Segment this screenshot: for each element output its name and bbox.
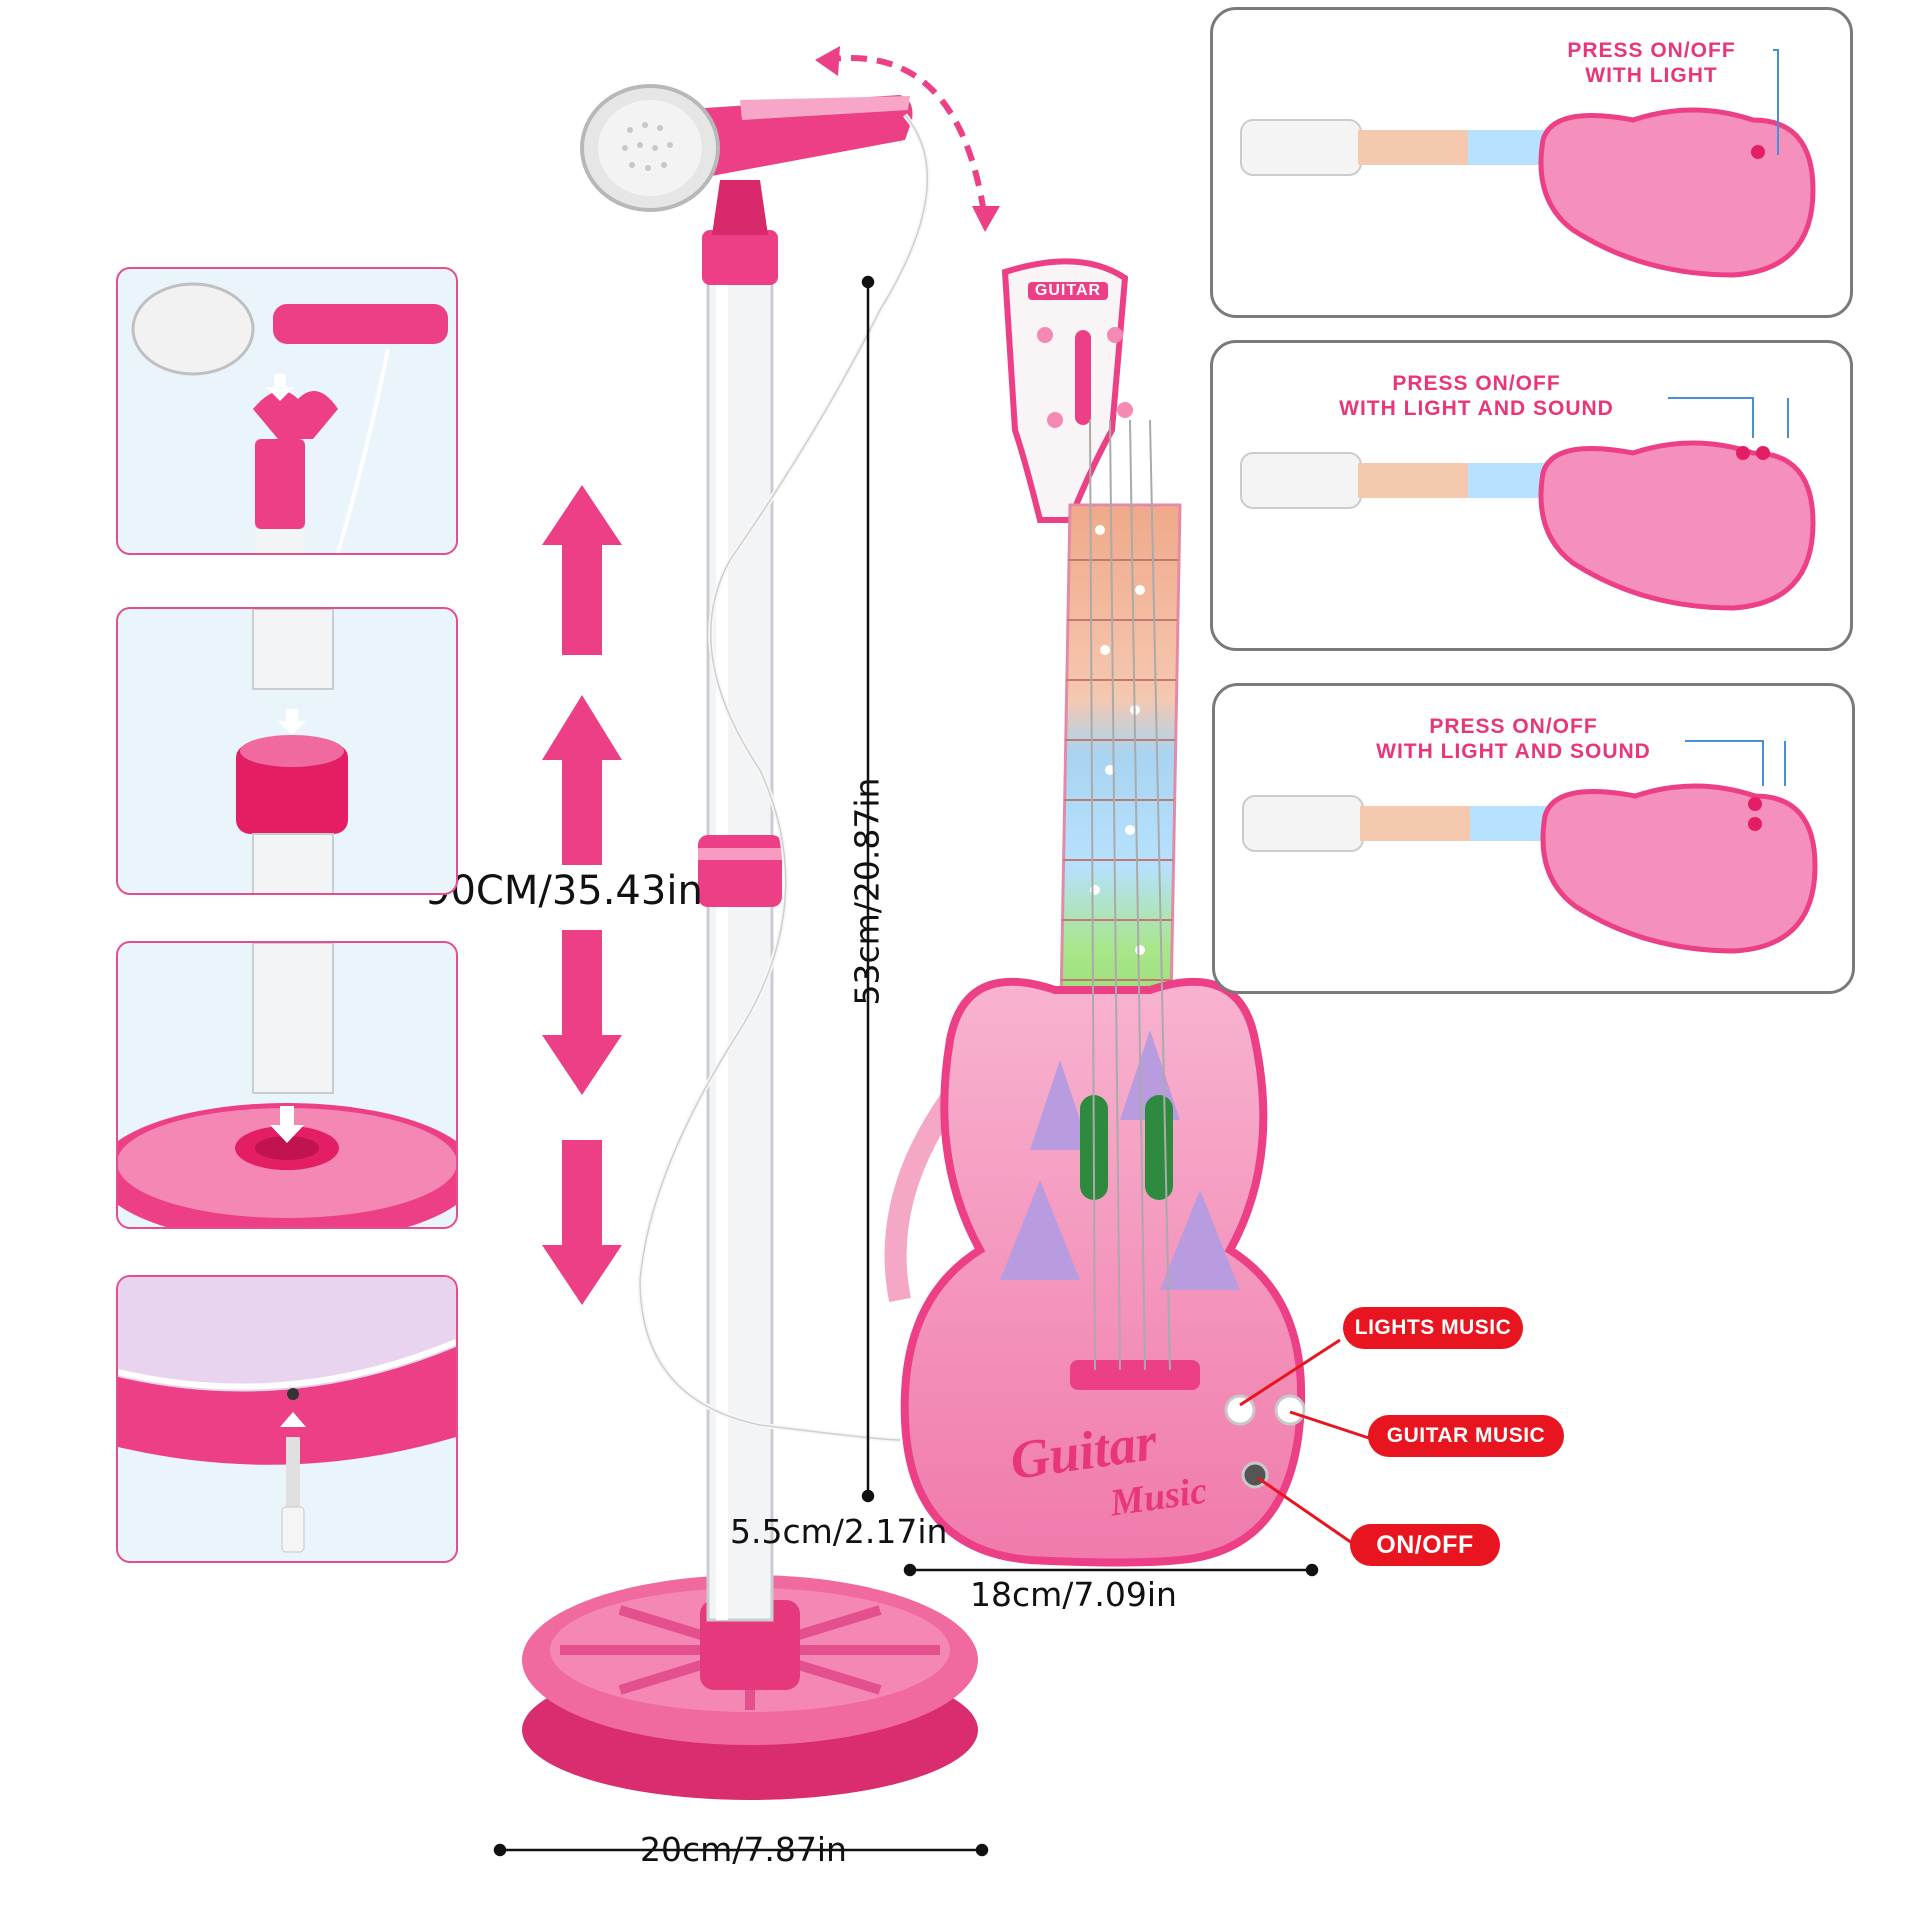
detail-panel-mic-holder <box>116 267 458 555</box>
mode-panel-title: PRESS ON/OFF WITH LIGHT AND SOUND <box>1376 715 1651 763</box>
mini-guitar <box>1242 740 1818 954</box>
lights-music-callout: LIGHTS MUSIC <box>1343 1307 1523 1349</box>
mode-panel-light-sound-2: PRESS ON/OFF WITH LIGHT AND SOUND <box>1212 683 1855 994</box>
guitar-music-callout: GUITAR MUSIC <box>1368 1415 1564 1457</box>
base-width-label: 20cm/7.87in <box>640 1830 847 1869</box>
mini-guitar <box>1240 49 1816 278</box>
mini-guitar <box>1240 397 1816 611</box>
detail-panel-audio-jack <box>116 1275 458 1563</box>
mode-panel-title: PRESS ON/OFF WITH LIGHT AND SOUND <box>1339 372 1614 420</box>
mode-panel-title: PRESS ON/OFF WITH LIGHT <box>1567 39 1736 87</box>
detail-panel-pole-joint <box>116 607 458 895</box>
guitar-width-label: 18cm/7.09in <box>970 1575 1177 1614</box>
mode-panel-light: PRESS ON/OFF WITH LIGHT <box>1210 7 1853 318</box>
on-off-callout: ON/OFF <box>1350 1524 1500 1566</box>
arrow-up-icon <box>542 485 622 655</box>
headstock-logo: GUITAR <box>1028 282 1108 300</box>
mode-panel-light-sound-1: PRESS ON/OFF WITH LIGHT AND SOUND <box>1210 340 1853 651</box>
arrow-down-icon <box>542 930 622 1095</box>
arrow-down-icon <box>542 1140 622 1305</box>
detail-panel-base-socket <box>116 941 458 1229</box>
total-height-label: 90CM/35.43in <box>425 868 703 914</box>
arrow-up-icon <box>542 695 622 865</box>
guitar-height-label: 53cm/20.87in <box>847 777 887 1006</box>
guitar-depth-label: 5.5cm/2.17in <box>730 1512 948 1551</box>
